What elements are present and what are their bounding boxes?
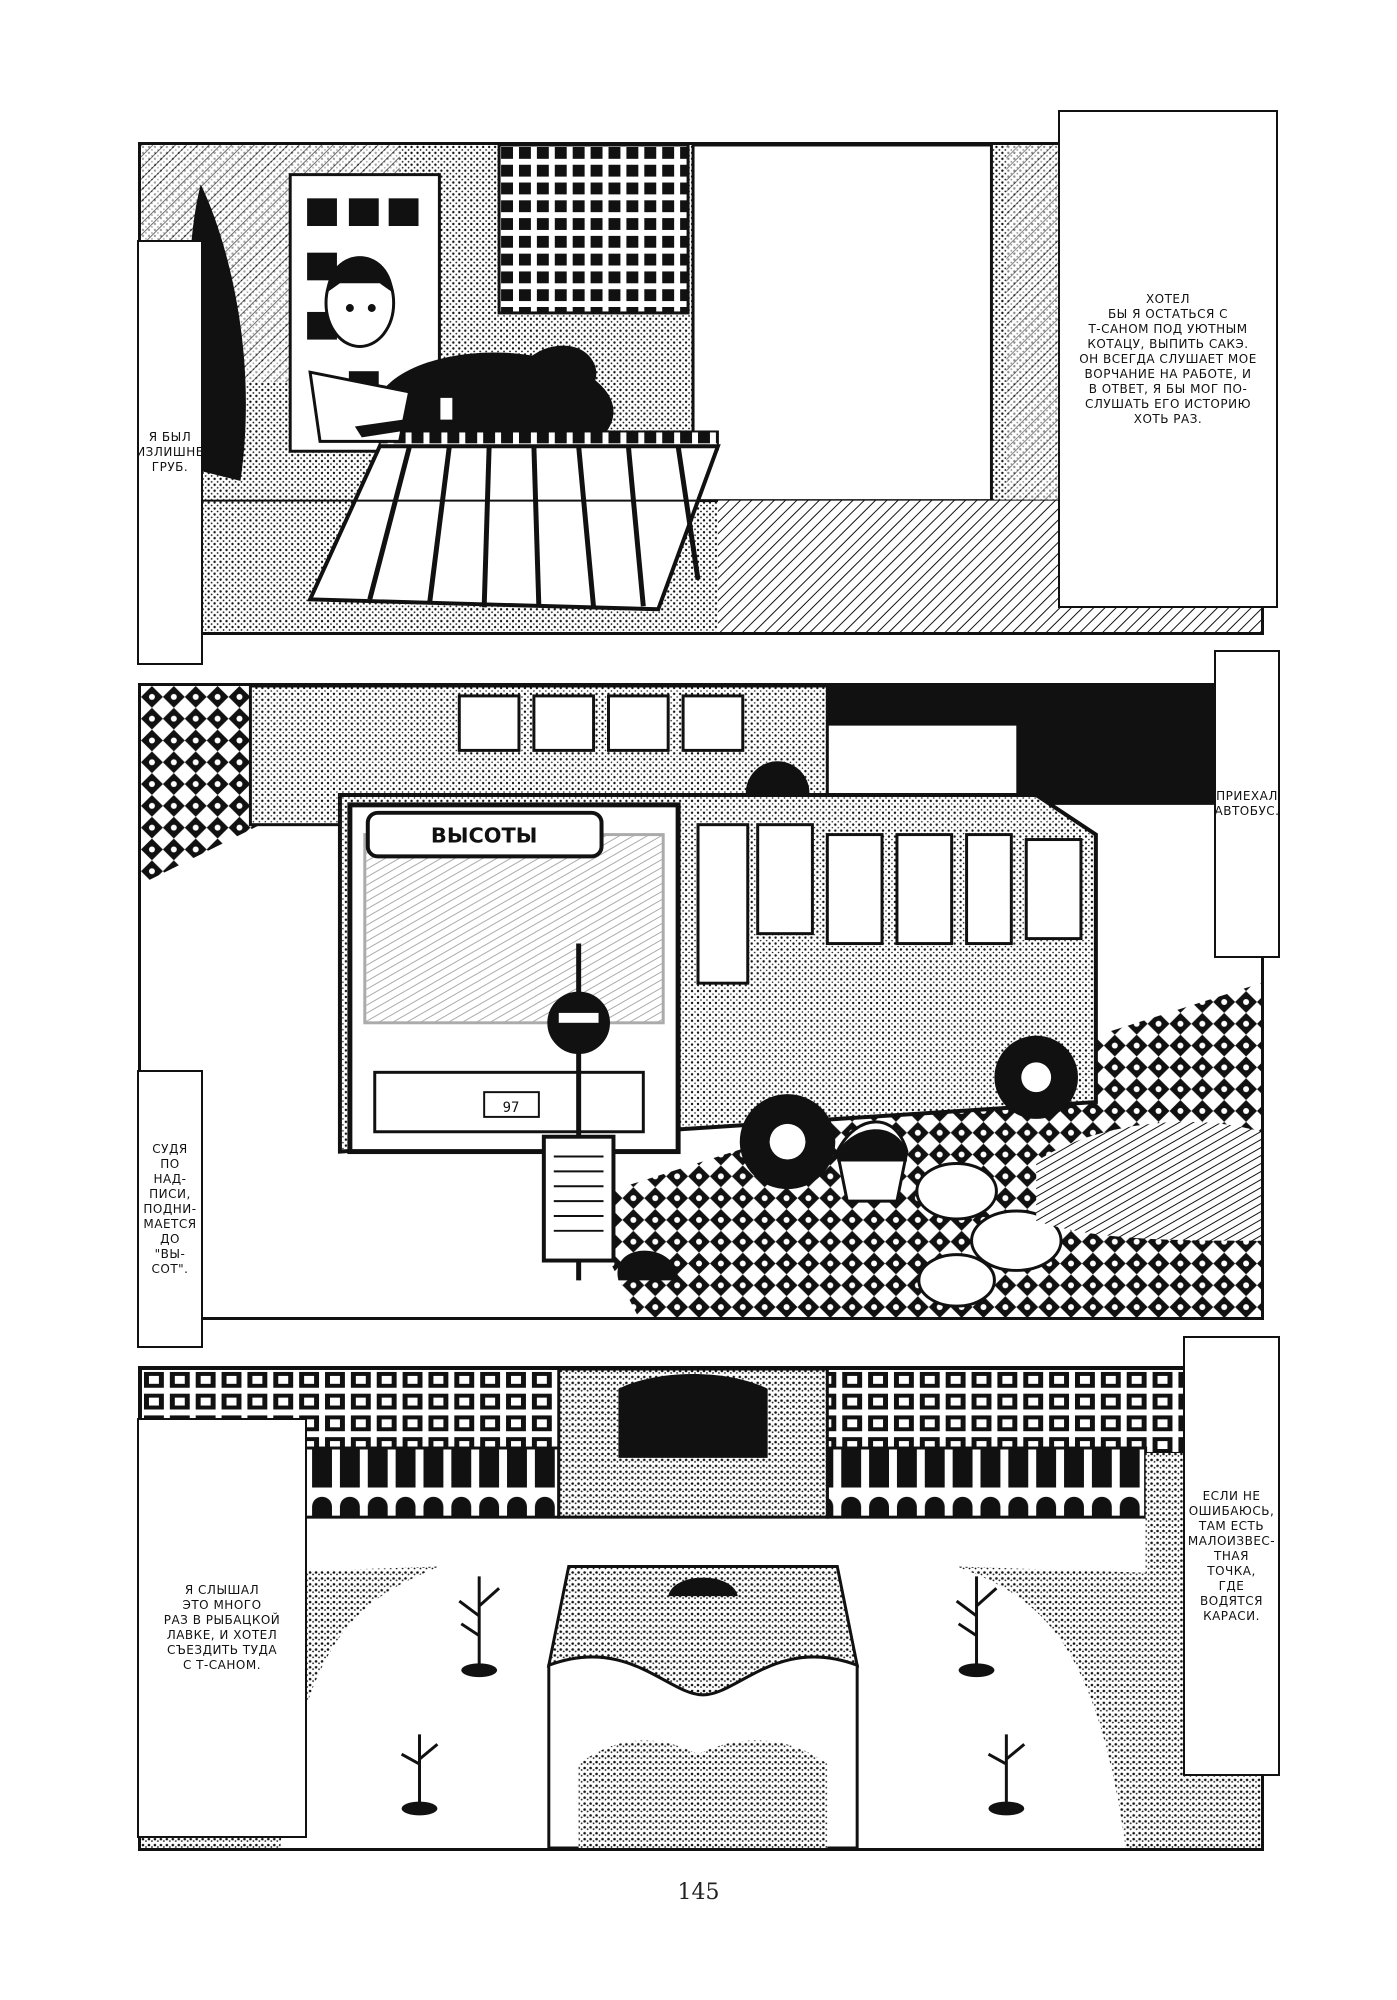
panel-bus-arrival: ВЫСОТЫ 97: [138, 683, 1264, 1320]
bus-plate-number: 97: [503, 1100, 520, 1116]
caption-p2-right: ПРИЕХАЛ АВТОБУС.: [1214, 650, 1280, 958]
caption-p3-left: Я СЛЫШАЛ ЭТО МНОГО РАЗ В РЫБАЦКОЙ ЛАВКЕ,…: [137, 1418, 307, 1838]
bus-arrival-illustration: ВЫСОТЫ 97: [141, 686, 1261, 1317]
caption-p1-left: Я БЫЛ ИЗЛИШНЕ ГРУБ.: [136, 240, 203, 665]
building-facade-illustration: [141, 1369, 1261, 1848]
panel-building-facade: [138, 1366, 1264, 1851]
caption-p1-right: ХОТЕЛ БЫ Я ОСТАТЬСЯ С Т-САНОМ ПОД УЮТНЫМ…: [1058, 110, 1278, 608]
caption-p2-left: СУДЯ ПО НАД- ПИСИ, ПОДНИ- МАЕТСЯ ДО "ВЫ-…: [137, 1070, 203, 1348]
bus-destination-text: ВЫСОТЫ: [431, 824, 537, 848]
bus-license-plate: [483, 1091, 540, 1118]
bus-destination-sign: [365, 810, 604, 859]
bus-timetable: [541, 1134, 616, 1263]
caption-p3-right: ЕСЛИ НЕ ОШИБАЮСЬ, ТАМ ЕСТЬ МАЛОИЗВЕС- ТН…: [1183, 1336, 1280, 1776]
page-number: 145: [677, 1880, 720, 1905]
